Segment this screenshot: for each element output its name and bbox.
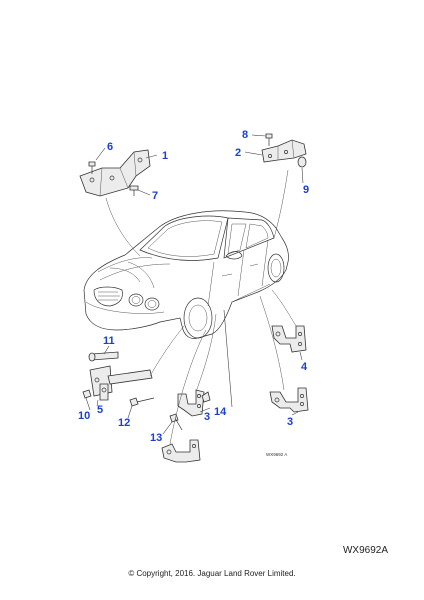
leader-lines — [85, 134, 304, 445]
callout-12: 12 — [118, 417, 130, 429]
callout-2: 2 — [235, 147, 241, 159]
door-hinge-4 — [271, 325, 307, 353]
bump-14 — [201, 391, 211, 403]
callout-14: 14 — [214, 406, 227, 418]
bolt-8 — [265, 133, 273, 146]
nut-10 — [82, 389, 92, 399]
callout-13: 13 — [150, 432, 162, 444]
door-hinge-3-right — [269, 387, 309, 413]
bump-stop-9 — [297, 156, 307, 168]
bolt-11 — [88, 351, 119, 362]
copyright-notice: © Copyright, 2016. Jaguar Land Rover Lim… — [128, 569, 296, 578]
callout-3-right: 3 — [287, 416, 293, 428]
car-illustration — [83, 210, 289, 339]
bonnet-hinge-right — [261, 139, 307, 163]
bolt-12 — [129, 397, 155, 407]
callout-9: 9 — [303, 184, 309, 196]
callout-4: 4 — [301, 361, 308, 373]
door-hinge-3-lower — [161, 389, 205, 463]
callout-7: 7 — [152, 190, 158, 202]
inner-code: WX9692 A — [266, 452, 287, 457]
door-check-strap — [89, 365, 153, 401]
callout-1: 1 — [162, 150, 168, 162]
callouts: 1 2 3 3 4 5 6 7 8 9 10 11 12 13 14 — [78, 129, 309, 444]
callout-10: 10 — [78, 410, 90, 422]
bolt-7 — [129, 185, 139, 196]
bonnet-hinge-left — [79, 149, 151, 197]
reference-code: WX9692A — [342, 545, 388, 556]
callout-3-lower: 3 — [204, 411, 210, 423]
bolt-6 — [88, 161, 96, 174]
callout-8: 8 — [242, 129, 248, 141]
callout-5: 5 — [97, 404, 103, 416]
callout-11: 11 — [103, 335, 115, 347]
callout-6: 6 — [107, 141, 113, 153]
